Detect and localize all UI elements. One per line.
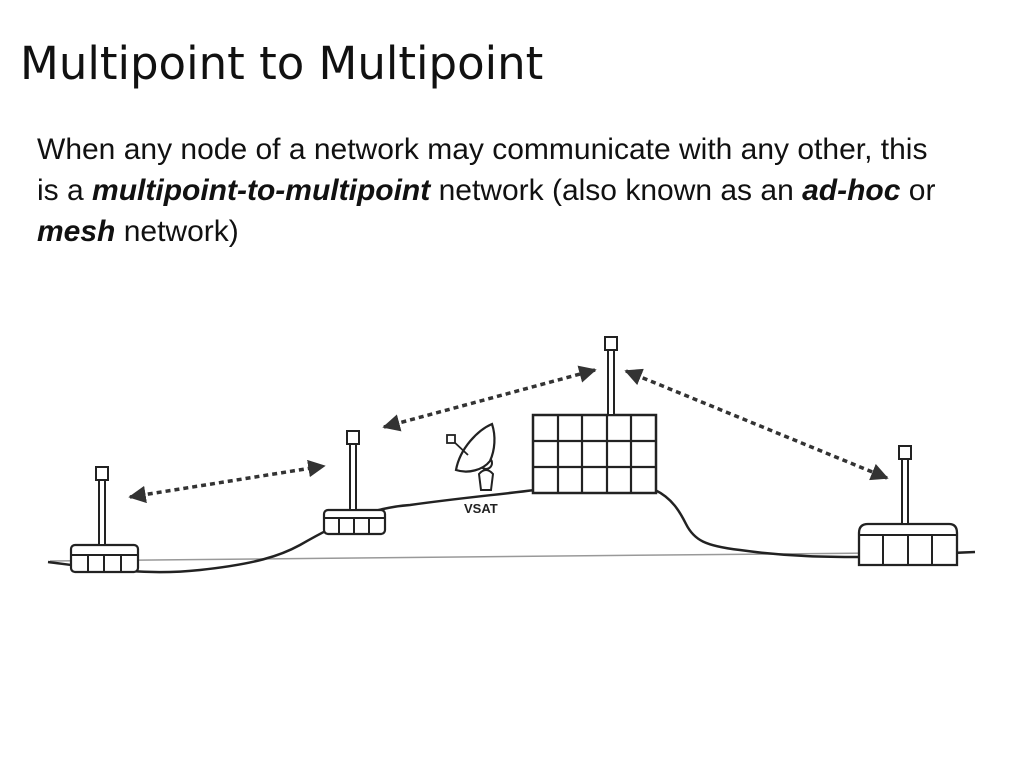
term-mesh: mesh [37,215,116,248]
terrain-hill [47,488,976,574]
satellite-dish-icon [446,422,496,491]
dashed-link-arrow-icon [128,459,326,504]
mesh-network-diagram: VSAT [47,336,976,574]
tower-node-icon [531,336,658,495]
tower-node-icon [857,445,959,567]
body-text-4: network) [115,215,239,248]
body-text-2: network (also known as an [430,174,803,207]
vsat-label: VSAT [464,501,498,516]
tower-node-icon [69,466,140,574]
slide-title: Multipoint to Multipoint [20,37,544,90]
term-multipoint: multipoint-to-multipoint [92,174,431,207]
horizon-line [49,551,976,562]
slide-body-text: When any node of a network may communica… [37,129,937,252]
body-text-3: or [900,174,936,207]
tower-node-icon [322,430,387,536]
dashed-link-arrow-icon [382,365,597,432]
body-text-1: When any node of a network may communica… [37,133,928,207]
dashed-link-arrow-icon [624,368,889,481]
term-ad-hoc: ad-hoc [802,174,901,207]
